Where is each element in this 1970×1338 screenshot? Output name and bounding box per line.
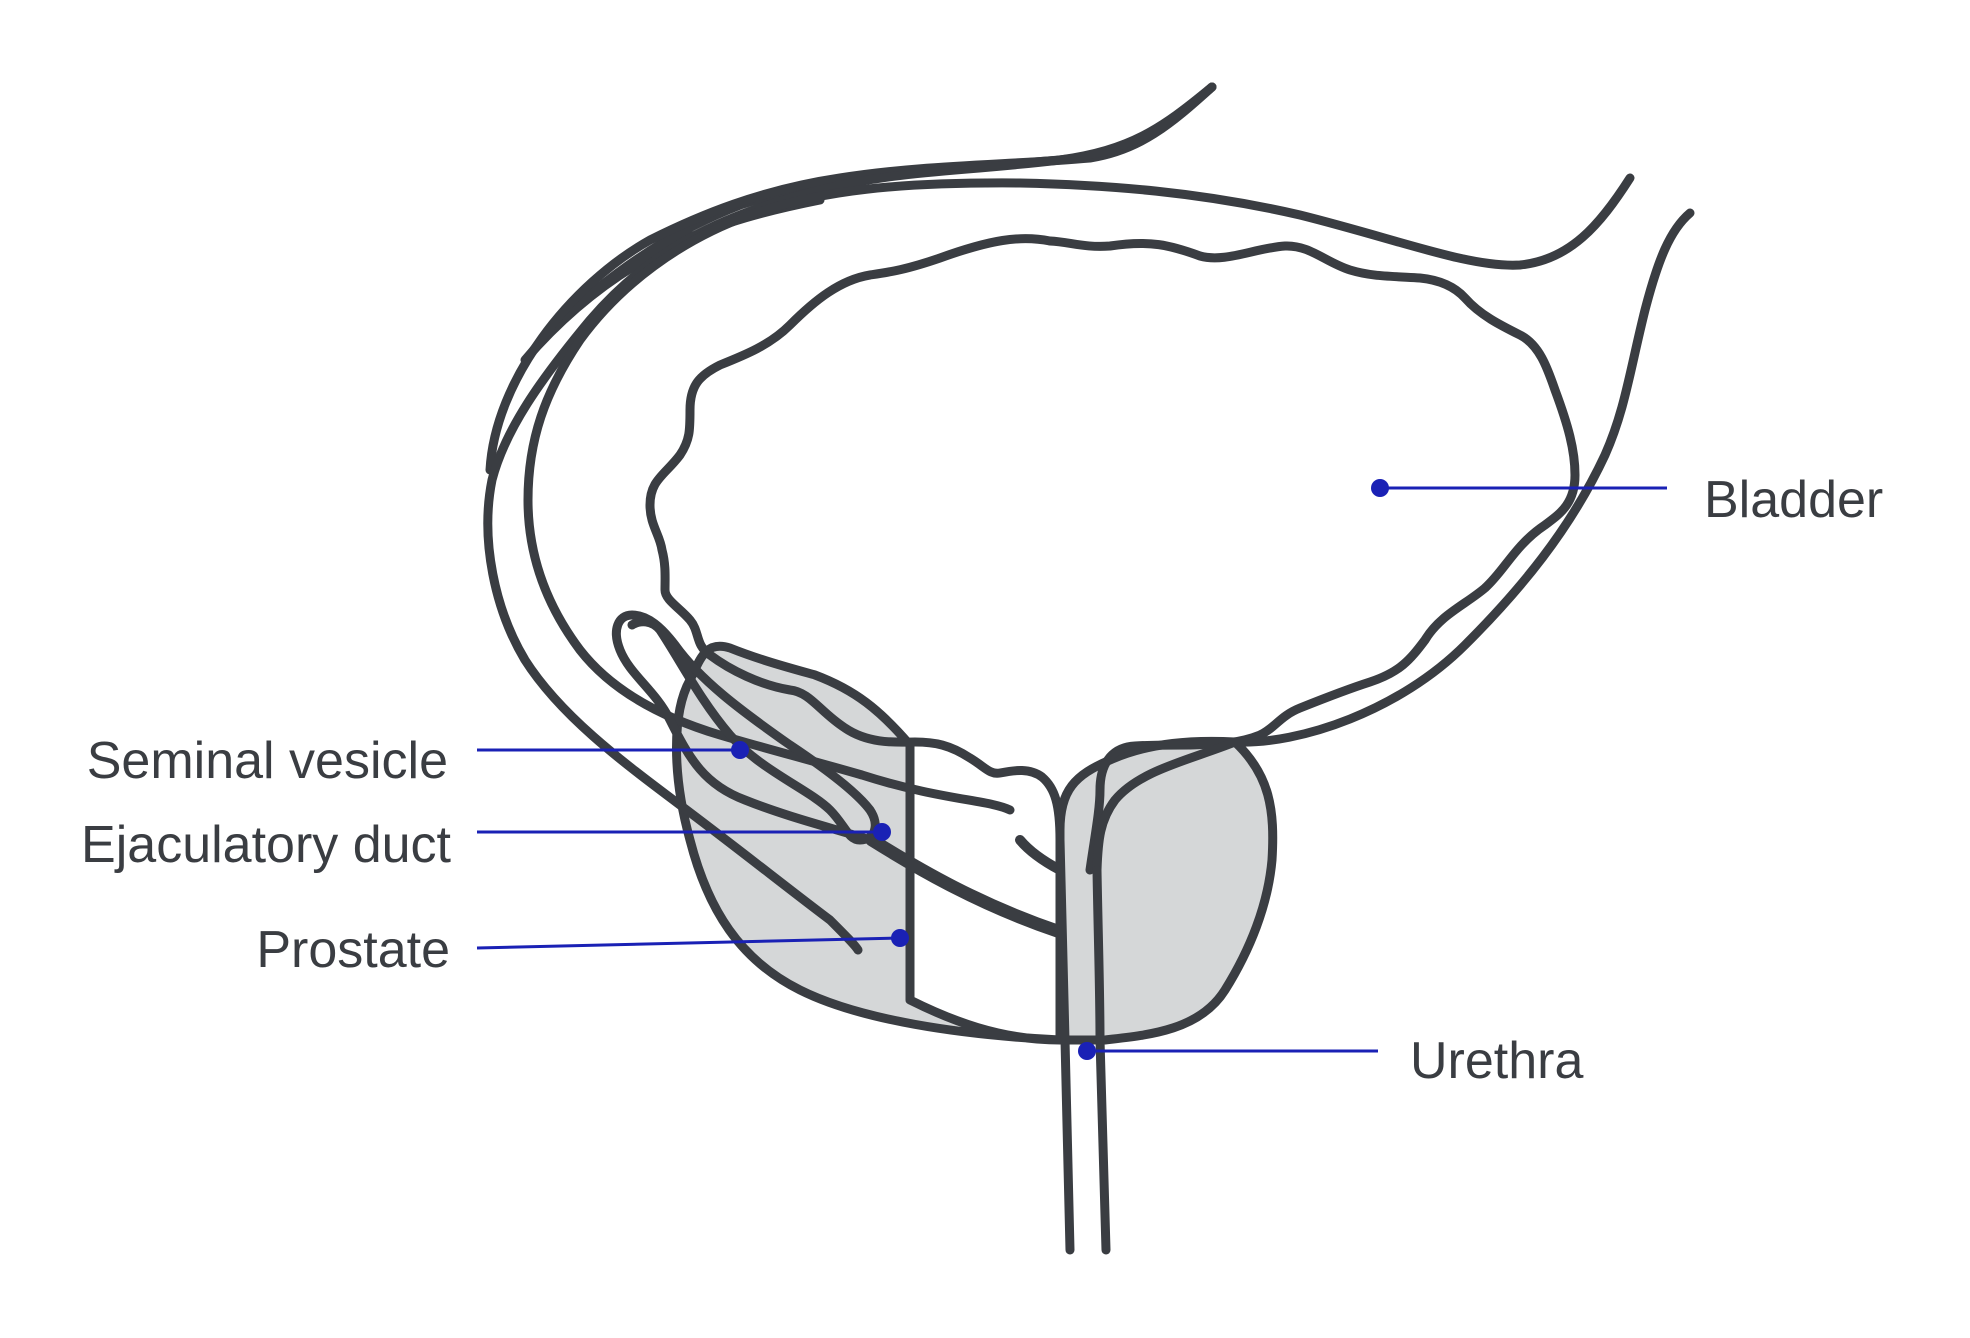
bladder-inner-lumen-left: [645, 234, 1065, 845]
urethra-label: Urethra: [1410, 1032, 1583, 1090]
bladder-label: Bladder: [1704, 471, 1883, 529]
bladder-inner-lumen: [1045, 236, 1580, 875]
seminal-vesicle-label: Seminal vesicle: [87, 732, 448, 790]
bladder-outer-left-wall: [483, 82, 1217, 955]
prostate-marker: [891, 929, 909, 947]
urethra-left-wall: [1055, 835, 1075, 1255]
ejaculatory-duct-marker: [873, 823, 891, 841]
seminal-vesicle-marker: [731, 741, 749, 759]
ejaculatory-duct-branch: [1015, 835, 1065, 875]
bladder-right-outer-wall: [1092, 208, 1695, 875]
prostate-label: Prostate: [256, 921, 450, 979]
ejaculatory-duct-label: Ejaculatory duct: [81, 816, 452, 874]
bladder-outer-wall: [520, 82, 1217, 365]
prostate-leader: [476, 936, 901, 950]
urethra-marker: [1078, 1042, 1096, 1060]
bladder-marker: [1371, 479, 1389, 497]
urethra-right-wall: [1092, 865, 1111, 1255]
seminal-vesicle: [612, 610, 880, 845]
ejaculatory-duct: [865, 833, 1067, 939]
prostate-gland: [672, 641, 1278, 1045]
